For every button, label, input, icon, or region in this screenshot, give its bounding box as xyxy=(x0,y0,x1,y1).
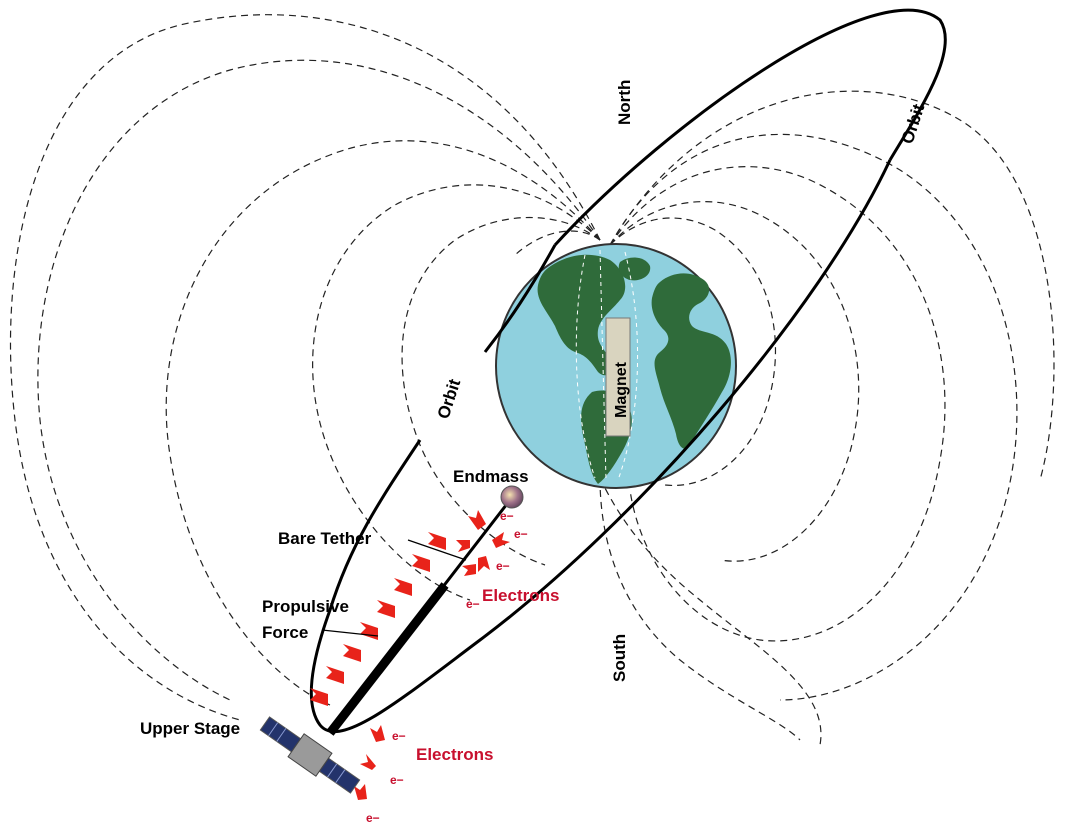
earth-icon xyxy=(495,243,737,489)
orbit-back xyxy=(553,8,947,247)
propulsive-force-label-line2: Force xyxy=(262,623,308,642)
orbit-front xyxy=(309,159,892,734)
electron-symbol: e− xyxy=(500,509,514,523)
electrons-label-upper: Electrons xyxy=(482,586,559,605)
electrons-label-lower: Electrons xyxy=(416,745,493,764)
electron-symbol: e− xyxy=(366,811,380,825)
propulsive-leader xyxy=(321,629,379,637)
electron-symbol: e− xyxy=(390,773,404,787)
endmass-icon xyxy=(500,485,524,509)
propulsive-force-label-line1: Propulsive xyxy=(262,597,349,616)
field-lines-right xyxy=(599,90,1055,746)
electron-arrows-lower xyxy=(354,725,385,800)
south-label: South xyxy=(610,634,629,682)
magnet-label: Magnet xyxy=(613,361,630,418)
electron-symbol: e− xyxy=(392,729,406,743)
endmass-label: Endmass xyxy=(453,467,529,486)
electron-symbol: e− xyxy=(466,597,480,611)
electron-symbol: e− xyxy=(514,527,528,541)
electron-arrows-upper xyxy=(456,510,510,576)
propulsive-arrows xyxy=(310,532,446,706)
tether-thick xyxy=(326,582,449,736)
orbit-label-left: Orbit xyxy=(434,376,465,421)
orbit-label-right: Orbit xyxy=(898,101,929,146)
electron-symbol: e− xyxy=(496,559,510,573)
magnet-bar: Magnet xyxy=(605,317,631,437)
satellite-icon xyxy=(259,716,361,794)
upper-stage-label: Upper Stage xyxy=(140,719,240,738)
north-label: North xyxy=(615,80,634,125)
bare-tether-label: Bare Tether xyxy=(278,529,372,548)
orbit-upper-left xyxy=(483,244,557,353)
bare-tether-leader xyxy=(407,539,467,561)
